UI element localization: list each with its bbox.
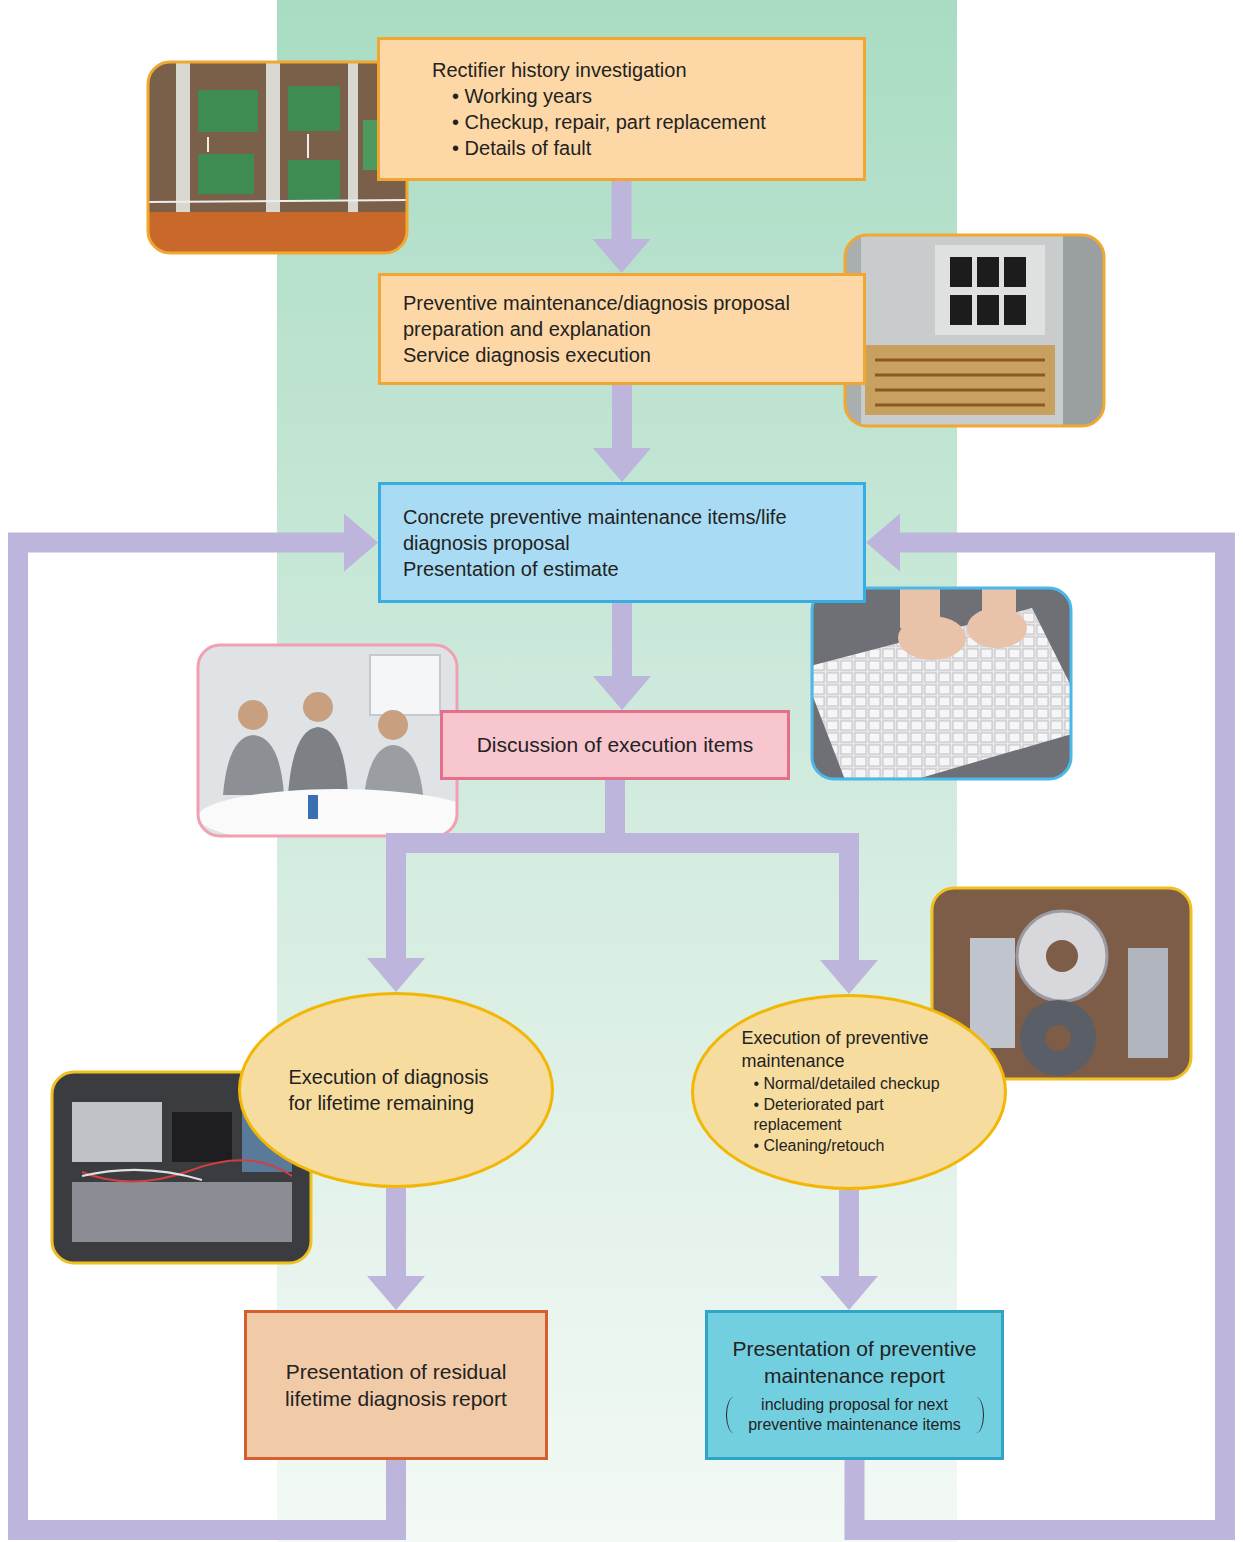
process-ellipse: Execution of preventive maintenance• Nor… [691, 994, 1007, 1190]
arrow-shaft [386, 1188, 406, 1278]
flow-arrow [820, 1190, 878, 1310]
node-text: • Cleaning/retouch [753, 1136, 956, 1157]
cabinet-photo [845, 235, 1104, 426]
ellipse-content: Execution of diagnosis for lifetime rema… [288, 1064, 503, 1116]
arrow-shaft [612, 385, 632, 450]
node-heading: Rectifier history investigation [432, 57, 843, 83]
node-text: • Working years [452, 83, 843, 109]
process-box: Rectifier history investigation• Working… [377, 37, 866, 181]
node-heading: Presentation of residual lifetime diagno… [262, 1358, 530, 1413]
bracket-left [726, 1397, 735, 1433]
ellipse-shape [692, 996, 1005, 1189]
arrow-shaft [615, 780, 849, 962]
node-heading: Discussion of execution items [457, 731, 773, 758]
arrow-head [344, 514, 378, 572]
node-heading: Concrete preventive maintenance items/li… [403, 504, 843, 556]
arrow-head [820, 1276, 878, 1310]
flow-arrow [367, 1188, 425, 1310]
process-box: Presentation of residual lifetime diagno… [244, 1310, 548, 1460]
arrow-head [367, 1276, 425, 1310]
flow-arrow [615, 780, 878, 994]
arrow-shaft [839, 1190, 859, 1278]
flow-arrow [593, 385, 651, 482]
arrow-head [593, 448, 651, 482]
node-text: • Checkup, repair, part replacement [452, 109, 843, 135]
ellipse-content: Execution of preventive maintenance• Nor… [741, 1027, 956, 1157]
process-box: Discussion of execution items [440, 710, 790, 780]
ellipse-outline [691, 994, 1007, 1190]
ellipse-shape [239, 994, 552, 1187]
node-text: • Details of fault [452, 135, 843, 161]
node-text: including proposal for next preventive m… [739, 1395, 971, 1435]
bracket-group: including proposal for next preventive m… [726, 1395, 984, 1435]
keyboard-photo [802, 588, 1092, 798]
node-text: • Normal/detailed checkup [753, 1074, 956, 1095]
node-heading: Preventive maintenance/diagnosis proposa… [403, 290, 843, 342]
bracket-right [975, 1397, 984, 1433]
node-text: • Deteriorated part replacement [753, 1095, 956, 1137]
node-text: Service diagnosis execution [403, 342, 843, 368]
arrow-head [866, 514, 900, 572]
node-heading: Presentation of preventive maintenance r… [718, 1335, 991, 1390]
node-heading: Execution of diagnosis for lifetime rema… [288, 1064, 503, 1116]
node-text: Presentation of estimate [403, 556, 843, 582]
arrow-head [367, 958, 425, 992]
flow-arrow [367, 780, 615, 992]
arrow-shaft [396, 780, 615, 960]
process-box: Presentation of preventive maintenance r… [705, 1310, 1004, 1460]
arrow-head [593, 676, 651, 710]
arrow-shaft [612, 181, 632, 241]
process-box: Preventive maintenance/diagnosis proposa… [378, 273, 866, 385]
process-ellipse: Execution of diagnosis for lifetime rema… [238, 992, 554, 1188]
arrow-head [820, 960, 878, 994]
arrow-head [593, 239, 651, 273]
panel-photo [148, 62, 407, 253]
node-heading: Execution of preventive maintenance [741, 1027, 956, 1074]
flow-arrow [593, 603, 651, 710]
ellipse-outline [238, 992, 554, 1188]
flow-arrow [593, 181, 651, 273]
process-box: Concrete preventive maintenance items/li… [378, 482, 866, 603]
arrow-shaft [612, 603, 632, 678]
meeting-photo [198, 645, 478, 845]
